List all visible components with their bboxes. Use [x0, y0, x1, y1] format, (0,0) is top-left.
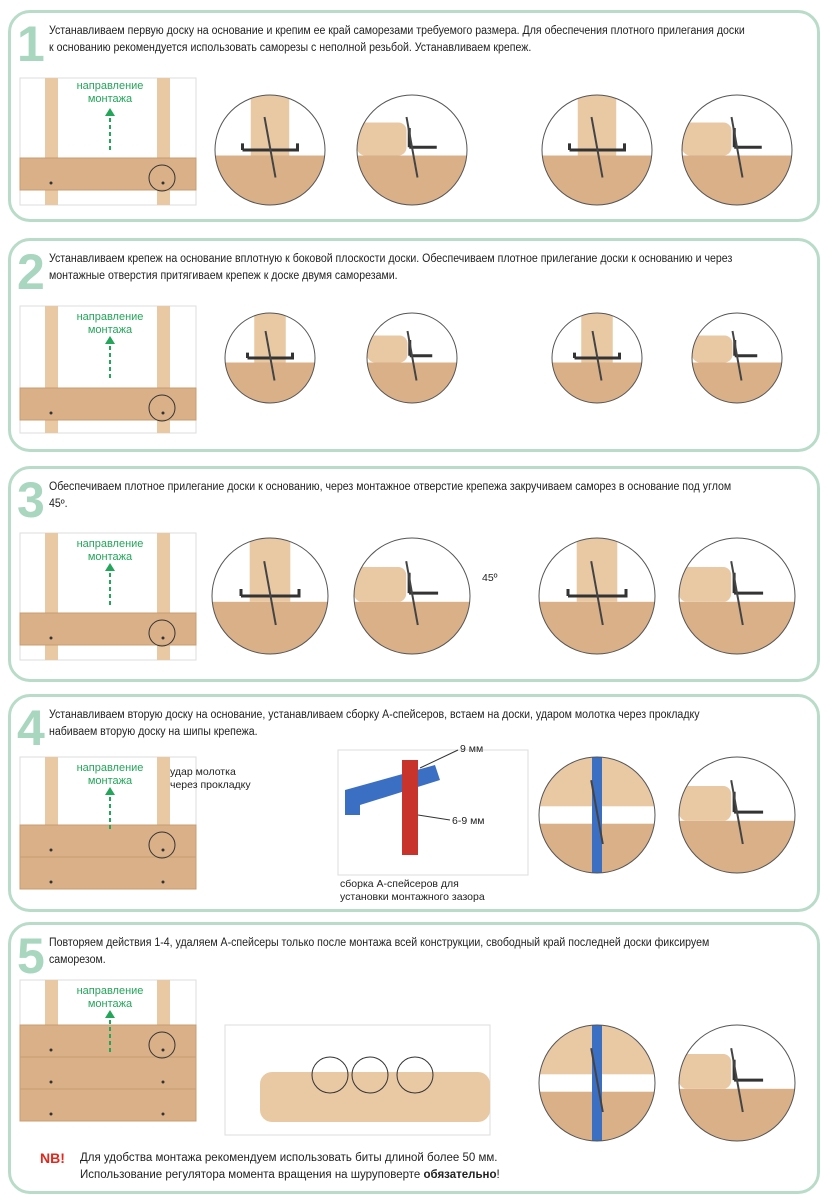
nb-badge: NB!: [40, 1150, 65, 1166]
detail-circle: [212, 538, 328, 654]
detail-circle: [357, 95, 467, 205]
step-5-plan: [19, 979, 197, 1122]
step-4-panel: 4 Устанавливаем вторую доску на основани…: [8, 694, 820, 912]
note-suffix: !: [496, 1169, 500, 1181]
direction-label: направление монтажа: [76, 80, 144, 105]
step-text: Устанавливаем первую доску на основание …: [49, 25, 745, 54]
step-number: 1: [17, 16, 45, 72]
step-3-plan: [19, 532, 197, 661]
spacer-assembly: [337, 749, 529, 876]
detail-circle: [539, 1025, 655, 1141]
step-5-panel: 5 Повторяем действия 1-4, удаляем А-спей…: [8, 922, 820, 1194]
gap-side-label: 6-9 мм: [452, 815, 485, 827]
note-text: Для удобства монтажа рекомендуем использ…: [80, 1150, 500, 1184]
note-line-1: Для удобства монтажа рекомендуем использ…: [80, 1152, 498, 1164]
detail-circle: [367, 313, 457, 403]
detail-circle: [679, 1025, 795, 1141]
step-text: Обеспечиваем плотное прилегание доски к …: [49, 481, 732, 510]
direction-label: направление монтажа: [76, 311, 144, 336]
note-line-2-prefix: Использование регулятора момента вращени…: [80, 1169, 424, 1181]
detail-circle: [679, 757, 795, 873]
detail-circle: [542, 95, 652, 205]
gap-top-label: 9 мм: [460, 743, 484, 755]
step-text: Повторяем действия 1-4, удаляем А-спейсе…: [49, 937, 710, 966]
step-3-panel: 3 Обеспечиваем плотное прилегание доски …: [8, 466, 820, 682]
detail-circle: [215, 95, 325, 205]
step-number: 5: [17, 928, 45, 984]
detail-circle: [679, 538, 795, 654]
spacer-caption: сборка А-спейсеров для установки монтажн…: [340, 878, 485, 903]
detail-circle: [539, 757, 655, 873]
detail-circle: [225, 313, 315, 403]
detail-circle: [354, 538, 470, 654]
step-number: 4: [17, 700, 45, 756]
note-emphasis: обязательно: [423, 1169, 497, 1181]
step-1-panel: 1 Устанавливаем первую доску на основани…: [8, 10, 820, 222]
step-2-panel: 2 Устанавливаем крепеж на основание впло…: [8, 238, 820, 452]
detail-circle: [539, 538, 655, 654]
step-number: 3: [17, 472, 45, 528]
final-board-detail: [224, 1024, 491, 1136]
direction-label: направление монтажа: [76, 985, 144, 1010]
step-text: Устанавливаем крепеж на основание вплотн…: [49, 253, 733, 282]
angle-label: 45º: [482, 572, 498, 584]
direction-label: направление монтажа: [76, 538, 144, 563]
step-4-plan: [19, 756, 197, 890]
step-1-plan: [19, 77, 197, 206]
hammer-label: удар молотка через прокладку: [170, 766, 251, 791]
detail-circle: [552, 313, 642, 403]
note-line-2: Использование регулятора момента вращени…: [80, 1167, 500, 1184]
step-2-plan: [19, 305, 197, 434]
direction-label: направление монтажа: [76, 762, 144, 787]
detail-circle: [692, 313, 782, 403]
detail-circle: [682, 95, 792, 205]
step-number: 2: [17, 244, 45, 300]
step-text: Устанавливаем вторую доску на основание,…: [49, 709, 700, 738]
